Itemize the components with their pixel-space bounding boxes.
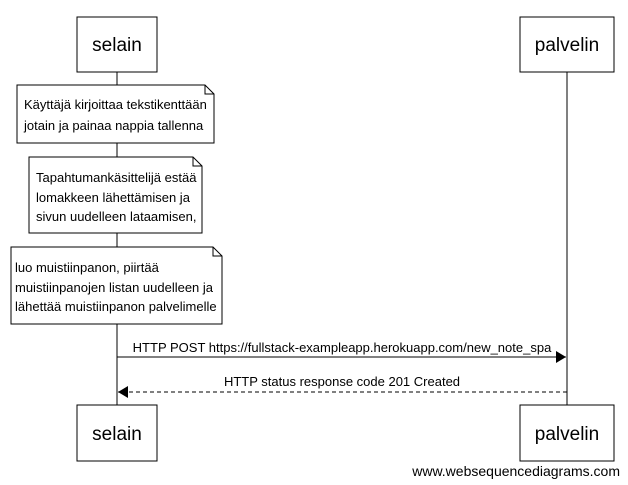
participant-selain-bottom: selain [76, 404, 158, 462]
message-label: HTTP status response code 201 Created [224, 374, 460, 389]
note-2: Tapahtumankäsittelijä estää lomakkeen lä… [28, 156, 203, 234]
note-line: sivun uudelleen lataamisen, [36, 209, 196, 224]
participant-label: palvelin [535, 424, 599, 445]
watermark-footer: www.websequencediagrams.com [412, 463, 620, 479]
note-line: luo muistiinpanon, piirtää [15, 260, 160, 275]
participant-label: selain [92, 424, 142, 445]
message-post: HTTP POST https://fullstack-exampleapp.h… [117, 340, 566, 363]
note-line: lähettää muistiinpanon palvelimelle [15, 299, 217, 314]
message-label: HTTP POST https://fullstack-exampleapp.h… [133, 340, 552, 355]
participant-selain-top: selain [76, 16, 158, 73]
participant-label: selain [92, 35, 142, 56]
note-line: Tapahtumankäsittelijä estää [36, 170, 197, 185]
note-line: muistiinpanojen listan uudelleen ja [15, 280, 214, 295]
participant-label: palvelin [535, 35, 599, 56]
note-line: jotain ja painaa nappia tallenna [23, 118, 204, 133]
note-1: Käyttäjä kirjoittaa tekstikenttään jotai… [16, 84, 215, 144]
note-line: Käyttäjä kirjoittaa tekstikenttään [24, 97, 207, 112]
message-response: HTTP status response code 201 Created [118, 374, 567, 398]
participant-palvelin-bottom: palvelin [519, 404, 615, 462]
participant-palvelin-top: palvelin [519, 16, 615, 73]
note-line: lomakkeen lähettämisen ja [36, 190, 191, 205]
note-3: luo muistiinpanon, piirtää muistiinpanoj… [10, 246, 223, 325]
